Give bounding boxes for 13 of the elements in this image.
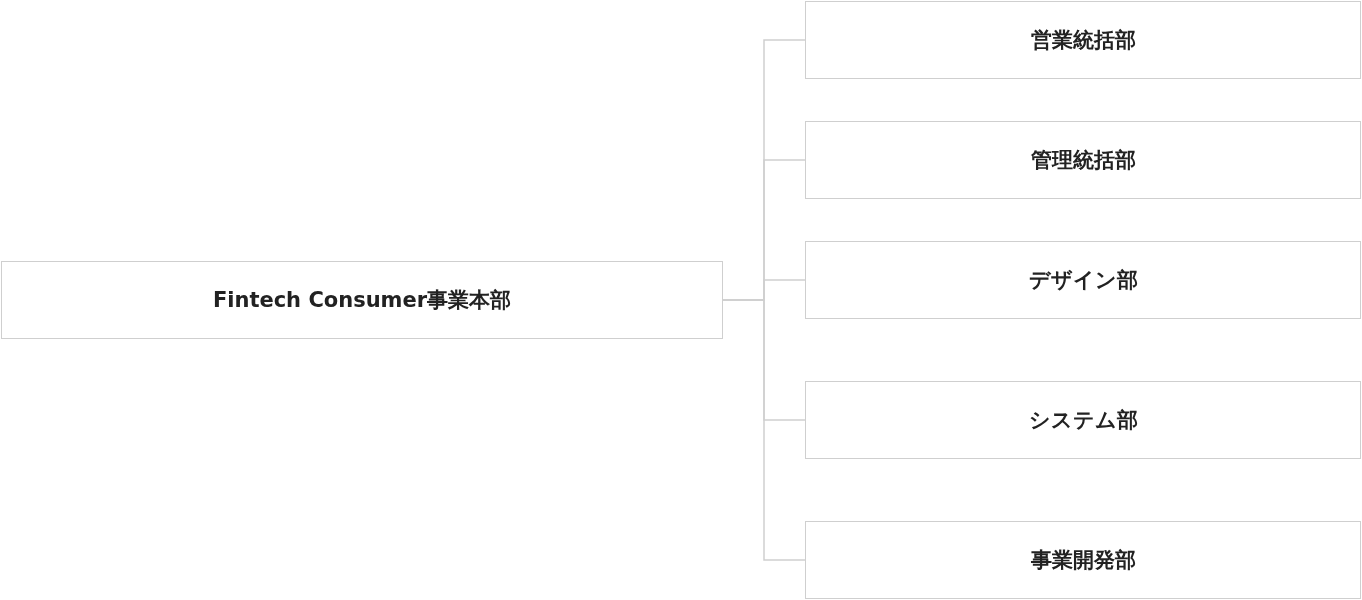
box-label: システム部 [1028, 407, 1138, 434]
department-box [805, 381, 1361, 459]
division-box [1, 261, 723, 339]
connector-line [722, 299, 806, 561]
department-box [805, 241, 1361, 319]
department-box [805, 521, 1361, 599]
department-box [805, 1, 1361, 79]
box-label: 管理統括部 [1030, 147, 1136, 174]
box-label: デザイン部 [1028, 267, 1138, 294]
box-label: 事業開発部 [1030, 547, 1136, 574]
box-label: 営業統括部 [1030, 27, 1136, 54]
box-label: Fintech Consumer事業本部 [212, 287, 512, 314]
department-box [805, 121, 1361, 199]
